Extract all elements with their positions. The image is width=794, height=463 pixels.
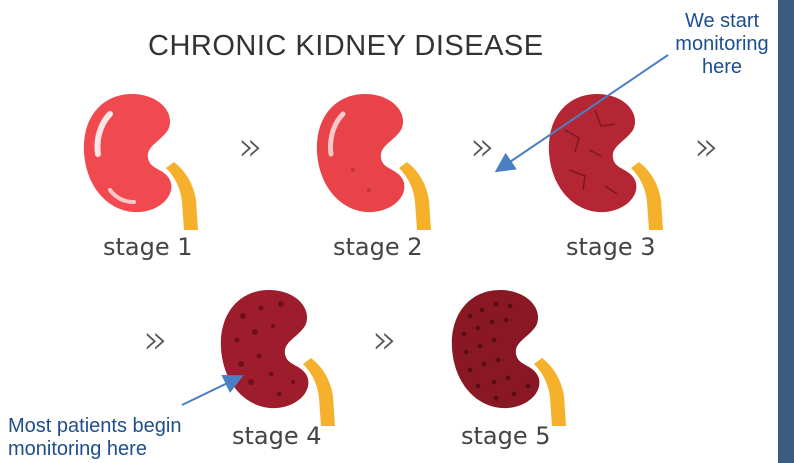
annotation-start-monitoring: We start monitoring here [666,10,778,79]
annotation-start-line-3: here [666,56,778,79]
annotation-arrow-patients [182,377,240,405]
annotation-patients-line-1: Most patients begin [8,415,181,438]
annotation-patients-monitoring: Most patients begin monitoring here [8,415,181,461]
annotation-start-line-1: We start [666,10,778,33]
annotation-start-line-2: monitoring [666,33,778,56]
annotation-patients-line-2: monitoring here [8,438,181,461]
annotation-arrow-start [498,55,668,170]
